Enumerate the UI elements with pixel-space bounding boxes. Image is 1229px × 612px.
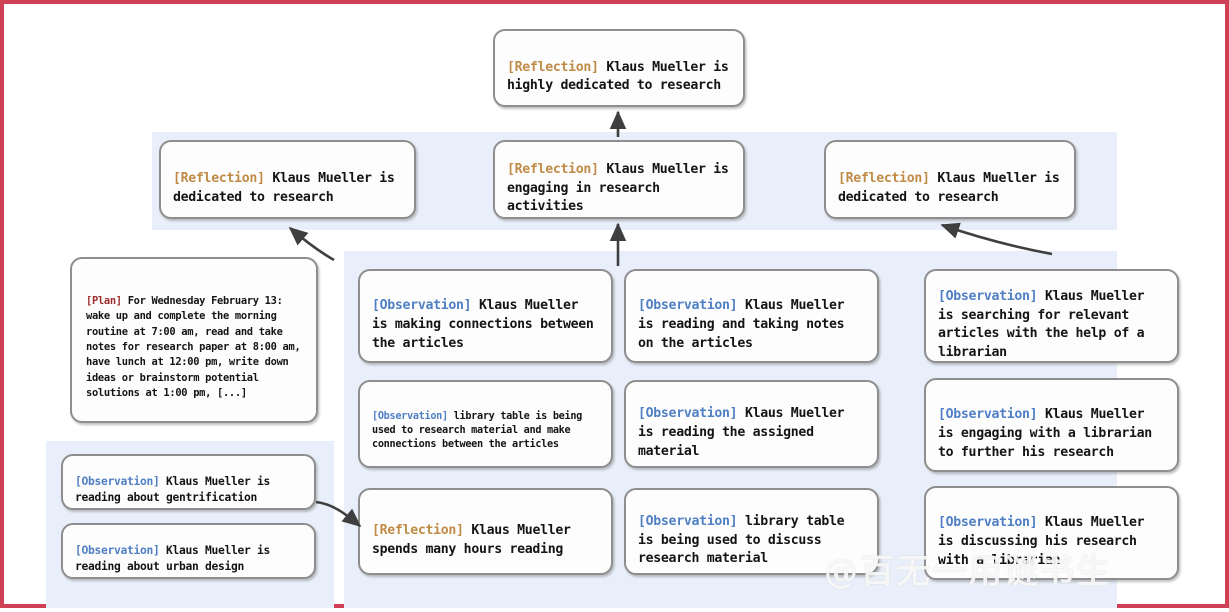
root-reflection-body: Klaus Mueller is highly dedicated to res… bbox=[507, 59, 729, 94]
tag-observation: [Observation] bbox=[938, 288, 1038, 304]
tag-reflection: [Reflection] bbox=[173, 171, 265, 187]
column-middle-right-item-2-text: [Observation] Klaus Mueller is reading t… bbox=[626, 387, 877, 462]
column-middle-left-item-2[interactable]: [Observation] library table is being use… bbox=[358, 380, 613, 468]
reflection-node-left[interactable]: [Reflection] Klaus Mueller is dedicated … bbox=[159, 140, 416, 219]
tag-reflection: [Reflection] bbox=[507, 161, 599, 177]
column-middle-left-item-1-text: [Observation] Klaus Mueller is making co… bbox=[360, 279, 611, 354]
tag-observation: [Observation] bbox=[638, 513, 738, 529]
column-middle-left-item-2-body: library table is being used to research … bbox=[372, 410, 583, 451]
column-middle-left-item-3-text: [Reflection] Klaus Mueller spends many h… bbox=[360, 503, 611, 559]
reflection-node-right[interactable]: [Reflection] Klaus Mueller is dedicated … bbox=[824, 140, 1076, 219]
column-right-item-2-body: Klaus Mueller is engaging with a librari… bbox=[938, 407, 1152, 460]
plan-node[interactable]: [Plan] For Wednesday February 13: wake u… bbox=[70, 257, 318, 423]
arrow-plan-to-left-reflection bbox=[288, 226, 335, 262]
bottom-left-observation-1-text: [Observation] Klaus Mueller is reading a… bbox=[63, 458, 314, 505]
tag-observation: [Observation] bbox=[938, 407, 1038, 423]
bottom-left-observation-1-body: Klaus Mueller is reading about gentrific… bbox=[75, 475, 271, 504]
diagram-canvas: [Reflection] Klaus Mueller is highly ded… bbox=[4, 4, 1225, 608]
tag-observation: [Observation] bbox=[372, 410, 448, 422]
column-middle-left-item-1-body: Klaus Mueller is making connections betw… bbox=[372, 298, 594, 351]
root-reflection-node[interactable]: [Reflection] Klaus Mueller is highly ded… bbox=[493, 29, 745, 107]
tag-reflection: [Reflection] bbox=[372, 523, 464, 539]
column-right-item-3[interactable]: [Observation] Klaus Mueller is discussin… bbox=[924, 486, 1179, 580]
tag-observation: [Observation] bbox=[372, 298, 472, 314]
root-reflection-text: [Reflection] Klaus Mueller is highly ded… bbox=[495, 40, 743, 96]
column-right-item-3-text: [Observation] Klaus Mueller is discussin… bbox=[926, 496, 1177, 571]
column-middle-right-item-3[interactable]: [Observation] library table is being use… bbox=[624, 488, 879, 575]
column-right-item-2[interactable]: [Observation] Klaus Mueller is engaging … bbox=[924, 378, 1179, 472]
column-right-item-1-text: [Observation] Klaus Mueller is searching… bbox=[926, 269, 1177, 363]
column-right-item-1-body: Klaus Mueller is searching for relevant … bbox=[938, 288, 1145, 361]
tag-reflection: [Reflection] bbox=[838, 171, 930, 187]
reflection-left-text: [Reflection] Klaus Mueller is dedicated … bbox=[161, 151, 414, 207]
column-middle-right-item-1-text: [Observation] Klaus Mueller is reading a… bbox=[626, 279, 877, 354]
column-right-item-3-body: Klaus Mueller is discussing his research… bbox=[938, 515, 1145, 568]
column-middle-left-item-3-body: Klaus Mueller spends many hours reading bbox=[372, 523, 571, 557]
tag-observation: [Observation] bbox=[75, 475, 160, 489]
reflection-left-body: Klaus Mueller is dedicated to research bbox=[173, 171, 395, 205]
reflection-node-middle[interactable]: [Reflection] Klaus Mueller is engaging i… bbox=[493, 140, 745, 219]
plan-text: [Plan] For Wednesday February 13: wake u… bbox=[72, 278, 316, 401]
reflection-right-text: [Reflection] Klaus Mueller is dedicated … bbox=[826, 151, 1074, 207]
bottom-left-observation-2[interactable]: [Observation] Klaus Mueller is reading a… bbox=[61, 523, 316, 579]
column-middle-right-item-3-text: [Observation] library table is being use… bbox=[626, 494, 877, 569]
tag-reflection: [Reflection] bbox=[507, 59, 599, 75]
tag-observation: [Observation] bbox=[638, 406, 738, 422]
reflection-middle-text: [Reflection] Klaus Mueller is engaging i… bbox=[495, 142, 743, 217]
column-middle-left-item-3[interactable]: [Reflection] Klaus Mueller spends many h… bbox=[358, 488, 613, 575]
reflection-middle-body: Klaus Mueller is engaging in research ac… bbox=[507, 161, 729, 215]
tag-observation: [Observation] bbox=[75, 544, 160, 558]
column-middle-right-item-3-body: library table is being used to discuss r… bbox=[638, 513, 845, 567]
bottom-left-observation-1[interactable]: [Observation] Klaus Mueller is reading a… bbox=[61, 454, 316, 510]
reflection-right-body: Klaus Mueller is dedicated to research bbox=[838, 171, 1060, 205]
column-middle-left-item-2-text: [Observation] library table is being use… bbox=[360, 395, 611, 453]
column-right-item-2-text: [Observation] Klaus Mueller is engaging … bbox=[926, 388, 1177, 463]
column-middle-right-item-1[interactable]: [Observation] Klaus Mueller is reading a… bbox=[624, 269, 879, 363]
column-middle-right-item-2[interactable]: [Observation] Klaus Mueller is reading t… bbox=[624, 380, 879, 468]
tag-observation: [Observation] bbox=[938, 515, 1038, 531]
tag-observation: [Observation] bbox=[638, 298, 738, 314]
column-middle-right-item-1-body: Klaus Mueller is reading and taking note… bbox=[638, 298, 845, 351]
bottom-left-observation-2-text: [Observation] Klaus Mueller is reading a… bbox=[63, 527, 314, 574]
tag-plan: [Plan] bbox=[86, 294, 122, 307]
bottom-left-observation-2-body: Klaus Mueller is reading about urban des… bbox=[75, 544, 271, 573]
column-right-item-1[interactable]: [Observation] Klaus Mueller is searching… bbox=[924, 269, 1179, 363]
column-middle-right-item-2-body: Klaus Mueller is reading the assigned ma… bbox=[638, 406, 845, 459]
plan-body: For Wednesday February 13: wake up and c… bbox=[86, 294, 301, 400]
column-middle-left-item-1[interactable]: [Observation] Klaus Mueller is making co… bbox=[358, 269, 613, 363]
